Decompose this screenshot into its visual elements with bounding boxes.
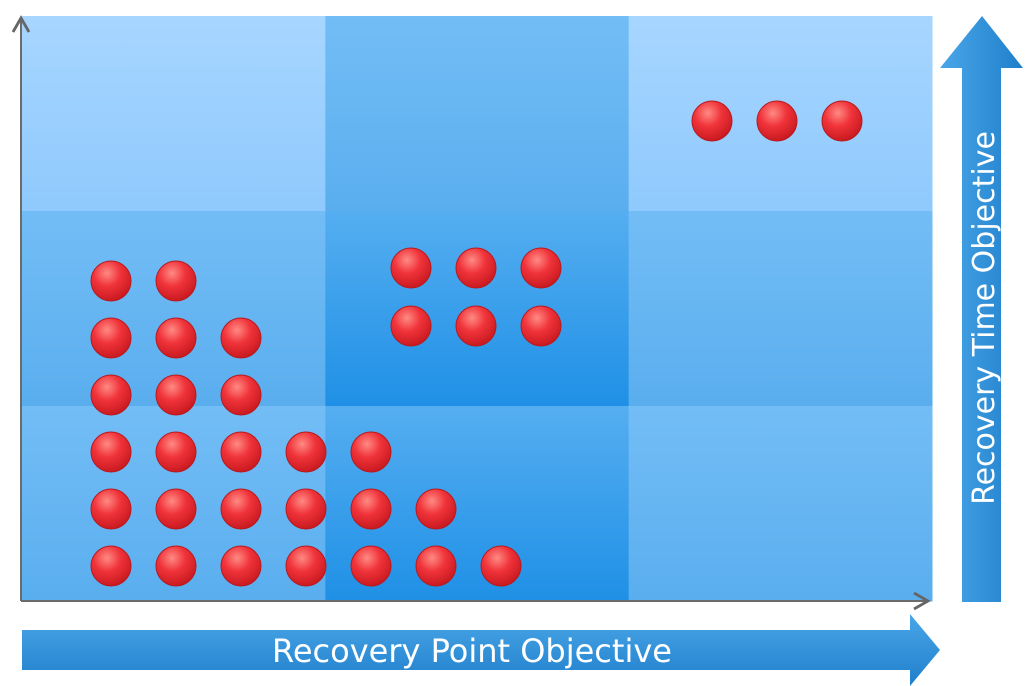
dot <box>220 317 262 359</box>
dot <box>350 488 392 530</box>
dot <box>155 317 197 359</box>
dot <box>415 488 457 530</box>
dot <box>415 545 457 587</box>
dot <box>220 374 262 416</box>
dot <box>90 317 132 359</box>
dot <box>155 374 197 416</box>
dot <box>350 431 392 473</box>
dot <box>756 100 798 142</box>
dot <box>155 431 197 473</box>
dot <box>390 247 432 289</box>
dot <box>390 305 432 347</box>
y-arrow-label: Recovery Time Objective <box>967 131 1002 505</box>
dot <box>285 545 327 587</box>
dot <box>155 260 197 302</box>
x-arrow-shape <box>22 614 940 686</box>
x-arrow: Recovery Point Objective <box>22 614 940 686</box>
dot <box>90 374 132 416</box>
dot <box>691 100 733 142</box>
grid-cell <box>22 16 326 212</box>
x-arrow-label: Recovery Point Objective <box>272 632 672 670</box>
dot <box>455 247 497 289</box>
dot <box>520 247 562 289</box>
dot <box>220 431 262 473</box>
grid-cell <box>22 211 326 407</box>
dot <box>220 545 262 587</box>
dot <box>90 431 132 473</box>
dot-group-middle-center <box>390 247 562 347</box>
dot <box>90 260 132 302</box>
dot <box>285 488 327 530</box>
dot <box>90 488 132 530</box>
dot <box>480 545 522 587</box>
dot-layer <box>90 100 863 587</box>
dot <box>90 545 132 587</box>
y-arrow-shape <box>940 16 1023 602</box>
dot <box>220 488 262 530</box>
dot <box>520 305 562 347</box>
dot-group-lower-left <box>90 260 522 587</box>
dot <box>155 488 197 530</box>
grid-cell <box>628 211 933 407</box>
dot <box>285 431 327 473</box>
grid-cell <box>628 406 933 602</box>
dot <box>155 545 197 587</box>
dot <box>350 545 392 587</box>
dot <box>821 100 863 142</box>
y-arrow: Recovery Time Objective <box>940 16 1023 602</box>
dot-group-top-right <box>691 100 863 142</box>
grid-cell <box>325 16 630 212</box>
dot <box>455 305 497 347</box>
